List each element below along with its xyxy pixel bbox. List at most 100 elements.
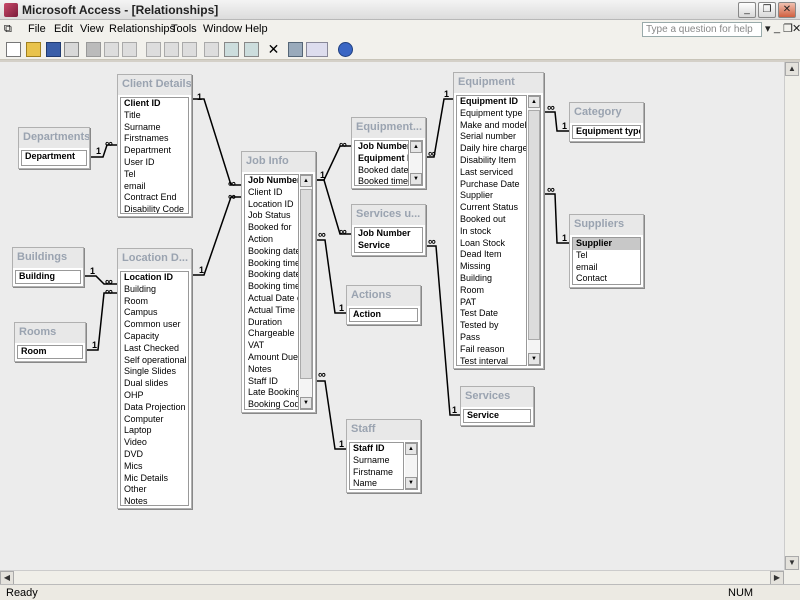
field-equipment-id[interactable]: Equipment ID xyxy=(460,96,518,106)
field-tested-by[interactable]: Tested by xyxy=(460,320,499,331)
help-icon[interactable] xyxy=(338,42,353,57)
doc-close-icon[interactable]: ✕ xyxy=(792,23,800,35)
field-pass[interactable]: Pass xyxy=(460,331,481,342)
table-scrollbar[interactable]: ▲ ▼ xyxy=(528,95,541,366)
field-name[interactable]: Name xyxy=(353,478,378,489)
field-make-and-model[interactable]: Make and model xyxy=(460,119,526,130)
field-vat[interactable]: VAT xyxy=(248,340,265,351)
field-test-interval[interactable]: Test interval xyxy=(460,355,509,366)
field-dead-item[interactable]: Dead Item xyxy=(460,249,502,260)
field-loan-stock[interactable]: Loan Stock xyxy=(460,237,506,248)
open-icon[interactable] xyxy=(26,42,41,57)
print-preview-icon[interactable] xyxy=(104,42,119,57)
paste-icon[interactable] xyxy=(182,42,197,57)
table-title[interactable]: Departments xyxy=(19,128,89,148)
field-in-stock[interactable]: In stock xyxy=(460,225,492,236)
menu-window[interactable]: Window xyxy=(203,23,243,35)
field-other[interactable]: Other xyxy=(124,484,147,495)
field-equipment-type[interactable]: Equipment type xyxy=(576,126,640,136)
field-location-id[interactable]: Location ID xyxy=(124,272,173,282)
field-self-operational[interactable]: Self operational xyxy=(124,354,187,365)
field-job-number[interactable]: Job Number xyxy=(358,228,411,238)
field-department[interactable]: Department xyxy=(124,145,172,156)
scroll-down-icon[interactable]: ▼ xyxy=(410,173,422,185)
field-test-date[interactable]: Test Date xyxy=(460,308,499,319)
table-title[interactable]: Rooms xyxy=(15,323,85,343)
field-client-id[interactable]: Client ID xyxy=(248,186,283,197)
cut-icon[interactable] xyxy=(146,42,161,57)
field-dvd[interactable]: DVD xyxy=(124,448,144,459)
field-service[interactable]: Service xyxy=(467,410,500,420)
field-current-status[interactable]: Current Status xyxy=(460,202,519,213)
show-all-relationships-icon[interactable] xyxy=(244,42,259,57)
scroll-down-icon[interactable]: ▼ xyxy=(300,397,312,409)
table-services[interactable]: Services Service xyxy=(460,386,534,426)
scroll-down-icon[interactable]: ▼ xyxy=(528,353,540,365)
field-fail-reason[interactable]: Fail reason xyxy=(460,343,505,354)
field-computer[interactable]: Computer xyxy=(124,413,164,424)
table-title[interactable]: Staff xyxy=(347,420,420,440)
help-question-box[interactable]: Type a question for help xyxy=(642,22,762,37)
field-room[interactable]: Room xyxy=(124,295,149,306)
field-capacity[interactable]: Capacity xyxy=(124,330,160,341)
table-staff[interactable]: Staff Staff ID Surname Firstname Name ▲ … xyxy=(346,419,421,493)
table-rooms[interactable]: Rooms Room xyxy=(14,322,86,362)
field-daily-hire-charge[interactable]: Daily hire charge xyxy=(460,143,526,154)
field-staff-id[interactable]: Staff ID xyxy=(353,443,385,453)
table-scrollbar[interactable]: ▲ ▼ xyxy=(405,442,418,490)
field-laptop[interactable]: Laptop xyxy=(124,425,152,436)
field-booking-time-in[interactable]: Booking time i xyxy=(248,281,298,292)
field-action[interactable]: Action xyxy=(248,233,274,244)
field-single-slides[interactable]: Single Slides xyxy=(124,366,177,377)
scroll-down-icon[interactable]: ▼ xyxy=(405,477,417,489)
field-chargeable[interactable]: Chargeable xyxy=(248,328,295,339)
field-mics[interactable]: Mics xyxy=(124,460,143,471)
delete-icon[interactable]: ✕ xyxy=(267,41,280,57)
field-amount-due[interactable]: Amount Due xyxy=(248,351,298,362)
field-serial-number[interactable]: Serial number xyxy=(460,131,517,142)
dropdown-arrow-icon[interactable]: ▾ xyxy=(765,23,771,35)
field-job-number[interactable]: Job Number xyxy=(248,175,298,185)
field-supplier[interactable]: Supplier xyxy=(573,238,640,250)
field-mic-details[interactable]: Mic Details xyxy=(124,472,169,483)
field-contact[interactable]: Contact xyxy=(576,273,608,284)
field-room[interactable]: Room xyxy=(21,346,47,356)
field-last-checked[interactable]: Last Checked xyxy=(124,342,180,353)
new-object-icon[interactable] xyxy=(306,42,328,57)
field-booking-date-out[interactable]: Booking date o xyxy=(248,245,298,256)
scroll-up-icon[interactable]: ▲ xyxy=(785,62,799,76)
close-icon[interactable]: ✕ xyxy=(778,2,796,18)
scroll-thumb[interactable] xyxy=(528,110,540,340)
vertical-scrollbar[interactable]: ▲ ▼ xyxy=(784,62,800,570)
field-job-status[interactable]: Job Status xyxy=(248,210,291,221)
field-notes[interactable]: Notes xyxy=(248,363,272,374)
field-common-user[interactable]: Common user xyxy=(124,319,181,330)
field-surname[interactable]: Surname xyxy=(124,121,161,132)
show-table-icon[interactable] xyxy=(224,42,239,57)
new-icon[interactable] xyxy=(6,42,21,57)
table-title[interactable]: Client Details xyxy=(118,75,191,95)
field-email[interactable]: email xyxy=(124,180,146,191)
field-room[interactable]: Room xyxy=(460,284,485,295)
field-actual-time-out[interactable]: Actual Time ou xyxy=(248,304,298,315)
table-services-used[interactable]: Services u... Job Number Service xyxy=(351,204,426,256)
table-departments[interactable]: Departments Department xyxy=(18,127,90,169)
spelling-icon[interactable] xyxy=(122,42,137,57)
field-building[interactable]: Building xyxy=(124,283,157,294)
field-missing[interactable]: Missing xyxy=(460,261,491,272)
field-building[interactable]: Building xyxy=(460,272,493,283)
relationship-window-icon[interactable]: ⧉ xyxy=(4,23,12,35)
table-equipment[interactable]: Equipment Equipment ID Equipment type Ma… xyxy=(453,72,544,369)
field-ohp[interactable]: OHP xyxy=(124,389,144,400)
field-data-projection[interactable]: Data Projection xyxy=(124,401,186,412)
field-firstname[interactable]: Firstname xyxy=(353,466,394,477)
field-booked-time-out[interactable]: Booked time o xyxy=(358,176,408,186)
menu-edit[interactable]: Edit xyxy=(54,23,73,35)
field-booking-code[interactable]: Booking Code xyxy=(248,399,298,410)
table-title[interactable]: Equipment... xyxy=(352,118,425,138)
field-booking-date-in[interactable]: Booking date i xyxy=(248,269,298,280)
table-category[interactable]: Category Equipment type xyxy=(569,102,644,142)
field-tel[interactable]: Tel xyxy=(576,249,588,260)
field-campus[interactable]: Campus xyxy=(124,307,158,318)
field-job-number[interactable]: Job Number xyxy=(358,141,408,151)
